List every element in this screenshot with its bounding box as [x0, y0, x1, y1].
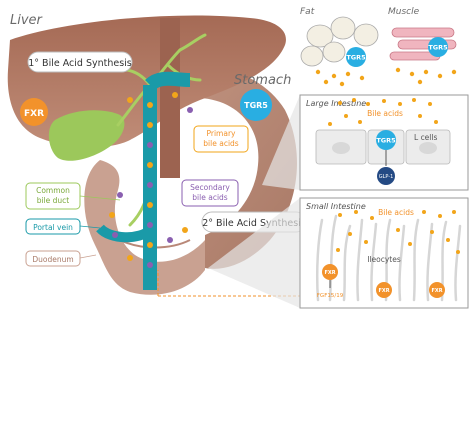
large-intestine-title: Large Intestine	[306, 99, 366, 108]
tgr5-receptor-muscle	[428, 37, 448, 57]
primary-bile-acids-line2: bile acids	[203, 139, 238, 148]
liver-title: Liver	[10, 13, 44, 28]
gallbladder	[48, 110, 125, 161]
fgf-label: FGF15/19	[317, 293, 344, 299]
fat-cells	[300, 16, 379, 67]
fxr-receptor-ileum-3	[429, 282, 445, 298]
l-cells-label: L cells	[414, 133, 437, 142]
tgr5-label-stomach: TGR5	[244, 101, 268, 110]
fat-title: Fat	[300, 7, 315, 17]
duodenum-pointer	[79, 254, 97, 259]
colon-nuclei	[332, 142, 437, 154]
portal-vein-box	[25, 218, 81, 235]
fat-bile-dots	[315, 69, 365, 87]
glp1-circle	[377, 167, 395, 185]
fxr-receptor-ileum-2	[376, 282, 392, 298]
secondary-bile-acids-line1: Secondary	[190, 183, 230, 192]
secondary-bile-acids-box	[181, 179, 239, 207]
small-intestine-title: Small Intestine	[306, 202, 366, 211]
fxr-label-liver: FXR	[24, 109, 44, 119]
portal-vein-pointer	[79, 225, 101, 229]
small-int-bile-dots	[336, 210, 460, 254]
upward-arrow	[127, 138, 137, 190]
vena-cava	[160, 18, 180, 178]
organ-bile-dots	[109, 92, 193, 268]
fxr-label-ileum-1: FXR	[324, 270, 335, 276]
duodenum	[84, 160, 205, 295]
fxr-receptor-ileum-1	[322, 264, 338, 280]
secondary-synthesis-label: 2° Bile Acid Synthesis	[202, 218, 306, 229]
common-bile-duct-line1: Common	[36, 186, 70, 195]
fxr-receptor-liver	[20, 98, 48, 126]
portal-vein-branch	[96, 224, 154, 243]
tgr5-label-fat: TGR5	[346, 54, 366, 62]
primary-bile-acids-box	[193, 125, 249, 153]
tgr5-receptor-fat	[346, 47, 366, 67]
large-intestine-connector	[262, 95, 300, 190]
glp1-label: GLP-1	[379, 174, 394, 180]
fxr-label-ileum-2: FXR	[378, 288, 389, 294]
tgr5-receptor-lcell	[376, 130, 396, 150]
ileocytes-label: Ileocytes	[367, 255, 401, 264]
muscle-title: Muscle	[388, 7, 420, 17]
primary-bile-acids-line1: Primary	[207, 129, 237, 138]
stomach-title: Stomach	[234, 73, 291, 88]
muscle-bile-dots	[395, 67, 457, 85]
large-int-bile-acids-label: Bile acids	[367, 109, 403, 118]
portal-vein-label: Portal vein	[33, 223, 73, 232]
duodenum-box	[25, 250, 81, 267]
large-int-bile-dots	[328, 98, 438, 126]
tgr5-label-muscle: TGR5	[428, 44, 448, 52]
tgr5-receptor-stomach	[240, 89, 272, 121]
small-intestine-connector	[208, 198, 300, 308]
duodenum-label: Duodenum	[32, 255, 73, 264]
small-int-bile-acids-label: Bile acids	[378, 208, 414, 217]
secondary-bile-acids-line2: bile acids	[192, 193, 227, 202]
common-bile-duct-pointer	[79, 195, 121, 201]
primary-synthesis-label: 1° Bile Acid Synthesis	[28, 58, 132, 69]
common-bile-duct-line2: bile duct	[37, 196, 70, 205]
fxr-label-ileum-3: FXR	[431, 288, 442, 294]
primary-synthesis-box	[27, 51, 133, 73]
tgr5-label-lcell: TGR5	[376, 137, 396, 145]
